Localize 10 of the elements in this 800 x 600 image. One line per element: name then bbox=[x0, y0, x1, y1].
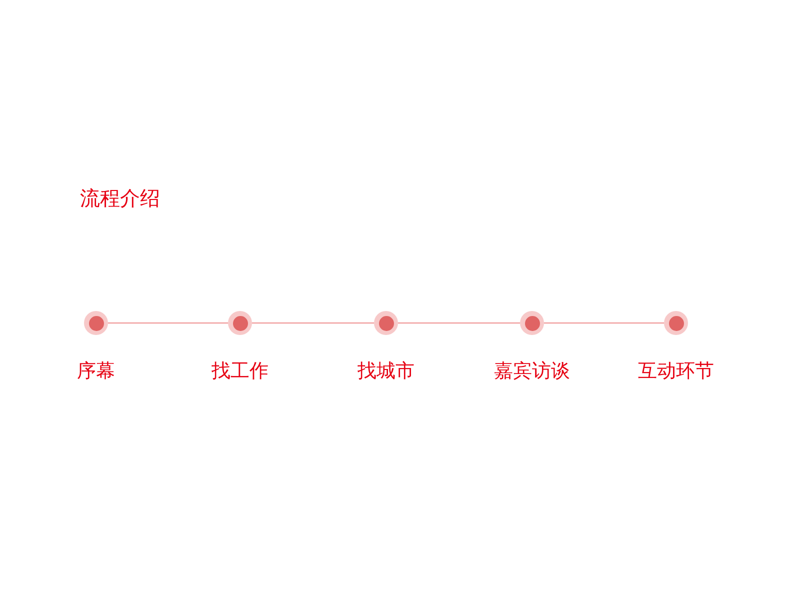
step-label: 互动环节 bbox=[637, 359, 715, 383]
connector-line bbox=[108, 322, 228, 324]
step-label: 找工作 bbox=[210, 359, 270, 383]
step-label: 找城市 bbox=[356, 359, 416, 383]
title: 流程介绍 bbox=[80, 186, 160, 210]
step-label: 序幕 bbox=[76, 359, 116, 383]
connector-line bbox=[252, 322, 374, 324]
connector-line bbox=[544, 322, 664, 324]
step-label: 嘉宾访谈 bbox=[493, 359, 571, 383]
connector-line bbox=[398, 322, 520, 324]
